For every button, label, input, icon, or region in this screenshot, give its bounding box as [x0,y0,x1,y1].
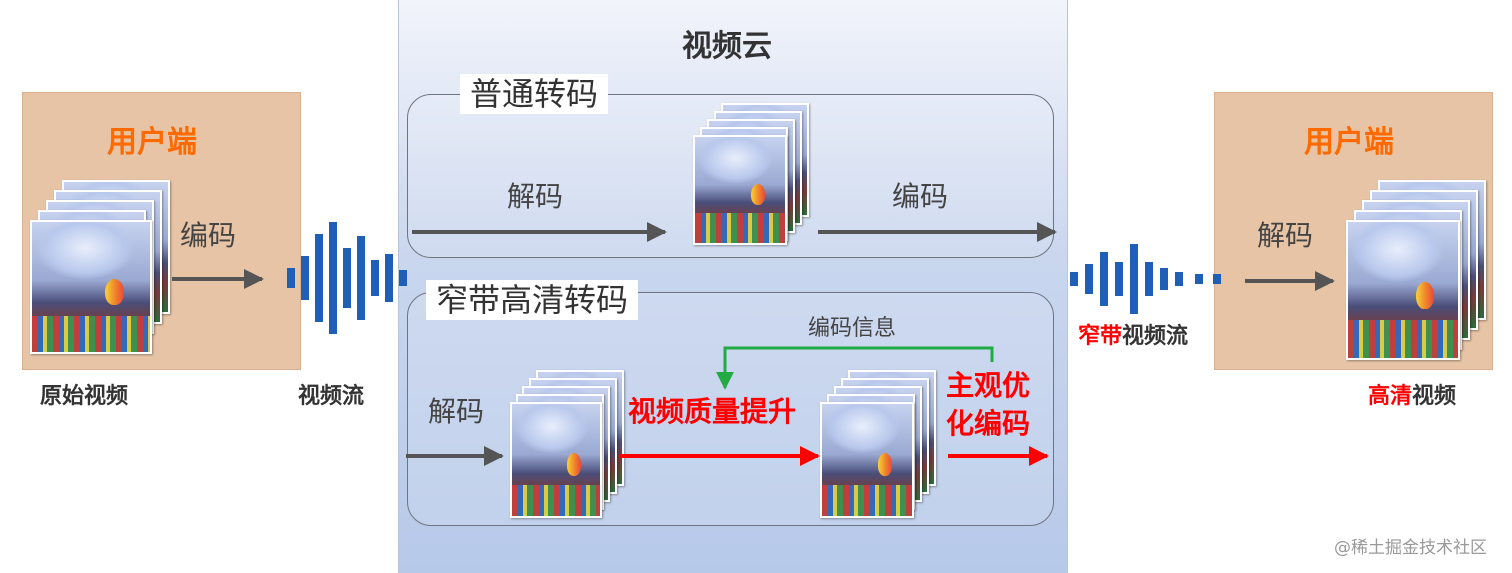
balloon-icon [105,279,125,306]
video-stream-label: 视频流 [298,384,365,409]
crowd-graphic [32,315,150,352]
normal-decode-label: 解码 [507,180,564,213]
crowd-graphic [822,484,912,516]
balloon-icon [877,453,893,476]
right-decode-label: 解码 [1257,219,1314,252]
subjective-encode-label-line2: 化编码 [946,407,1031,440]
right-user-title: 用户端 [1304,125,1394,160]
hd-video-frames [1346,180,1486,360]
narrowband-stream-label: 窄带视频流 [1078,326,1188,348]
video-frame [820,402,914,518]
original-video-caption: 原始视频 [40,384,129,409]
balloon-icon [1416,281,1434,310]
encoding-info-label: 编码信息 [808,316,897,341]
hd-video-caption-red: 高清 [1368,384,1413,409]
narrow-decode-label: 解码 [428,395,485,428]
normal-decoded-frames [693,103,809,245]
watermark: @稀土掘金技术社区 [1334,538,1487,558]
enhanced-frames [820,370,936,518]
left-encode-label: 编码 [180,219,237,252]
original-video-frames [30,180,170,354]
normal-transcode-title: 普通转码 [460,74,609,114]
hd-video-caption: 高清视频 [1368,386,1456,408]
normal-encode-label: 编码 [892,180,949,213]
left-user-title: 用户端 [107,125,197,160]
crowd-graphic [1348,319,1458,358]
crowd-graphic [695,213,785,243]
hd-video-caption-rest: 视频 [1412,384,1457,409]
encoding-info-connector [716,346,994,390]
video-frame [510,402,602,518]
narrow-decoded-frames [510,370,624,518]
video-frame [693,135,787,245]
balloon-icon [750,183,766,205]
balloon-icon [566,453,581,476]
quality-enhance-label: 视频质量提升 [628,395,797,428]
narrowband-stream-label-rest: 视频流 [1122,324,1189,349]
crowd-graphic [512,484,600,516]
video-frame [30,220,152,354]
narrowband-stream-wave-icon [1070,244,1221,314]
narrowband-stream-label-red: 窄带 [1078,324,1123,349]
subjective-encode-label-line1: 主观优 [946,369,1031,402]
video-frame [1346,220,1460,360]
narrowband-transcode-title: 窄带高清转码 [426,280,639,320]
cloud-title: 视频云 [682,29,772,64]
video-stream-wave-icon [287,222,407,334]
